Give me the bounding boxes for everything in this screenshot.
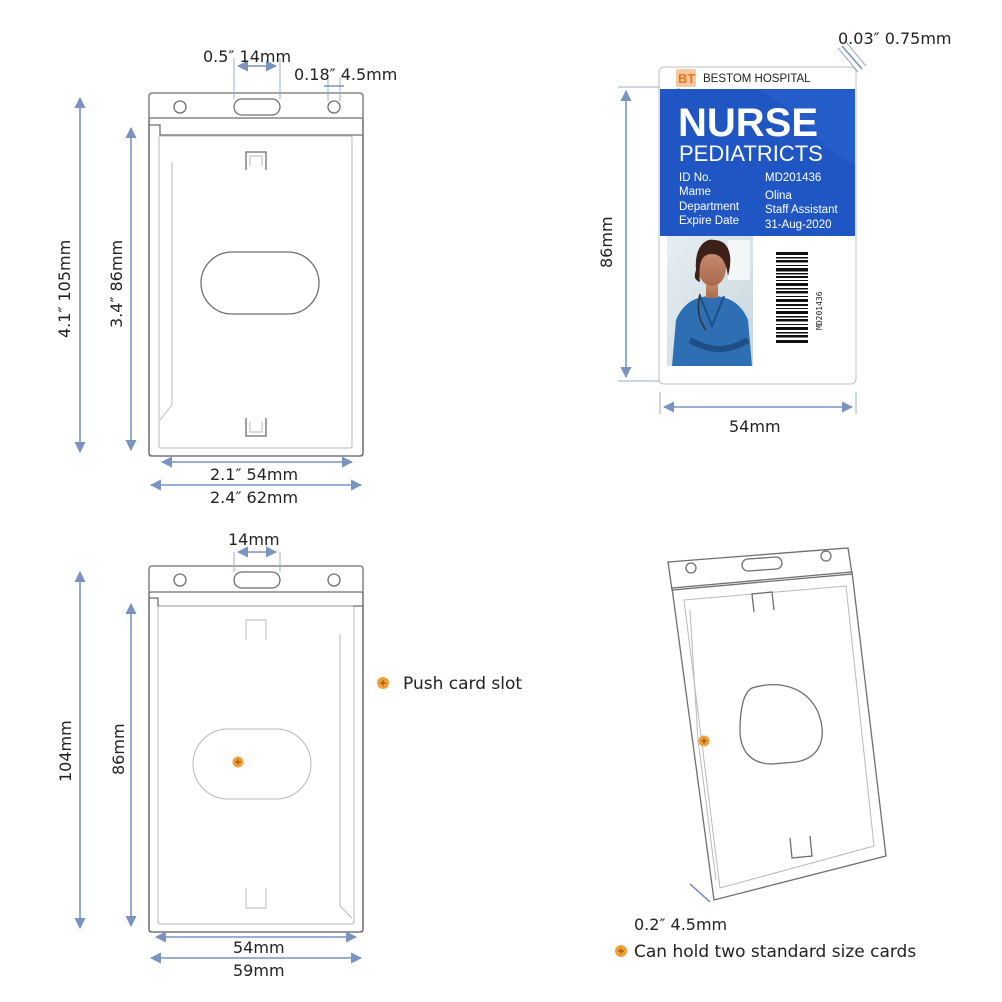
field-value: 31-Aug-2020 [765, 219, 832, 231]
card-thickness-label: 0.03″ 0.75mm [838, 29, 951, 48]
id-card: BT Bestom BESTOM HOSPITAL NURSE PEDIATRI… [658, 66, 857, 385]
strap-slot [233, 571, 281, 589]
field-value: Staff Assistant [765, 204, 838, 216]
inner-width-label: 2.1″ 54mm [210, 465, 298, 484]
hole-size-label: 0.18″ 4.5mm [294, 65, 397, 84]
barcode-text: MD201436 [815, 291, 824, 330]
nurse-photo [667, 236, 753, 366]
field-label: Expire Date [679, 215, 739, 227]
bottom-outer-width-label: 59mm [233, 961, 285, 980]
thumb-cutout [200, 251, 320, 315]
right-hole [327, 573, 341, 587]
field-label: Mame [679, 186, 711, 198]
note-push-slot: Push card slot [377, 674, 522, 694]
inner-height-label: 3.4″ 86mm [107, 240, 126, 328]
holder-back-view [148, 565, 364, 933]
card-width-label: 54mm [729, 417, 781, 436]
edge-size-label: 0.2″ 4.5mm [634, 915, 727, 934]
right-hole [327, 100, 341, 114]
bottom-slot-label: 14mm [228, 530, 280, 549]
field-label: Department [679, 201, 740, 213]
bottom-inner-width-label: 54mm [233, 938, 285, 957]
hospital-logo [676, 69, 696, 87]
field-label: ID No. [679, 172, 712, 184]
holder-perspective-view [667, 547, 887, 901]
push-slot [192, 728, 312, 800]
field-value: MD201436 [765, 172, 821, 184]
left-hole [685, 562, 697, 574]
bottom-inner-height-label: 86mm [109, 723, 128, 775]
slot-width-label: 0.5″ 14mm [203, 47, 291, 66]
outer-width-label: 2.4″ 62mm [210, 488, 298, 507]
outer-height-label: 4.1″ 105mm [55, 240, 74, 338]
barcode: MD201436 [774, 250, 824, 348]
card-fields: ID No. MD201436 Mame Olina Department St… [679, 172, 838, 231]
strap-slot [233, 98, 281, 116]
hospital-name: BESTOM HOSPITAL [703, 73, 811, 85]
note-two-cards: Can hold two standard size cards [615, 942, 916, 962]
field-value: Olina [765, 190, 792, 202]
bottom-outer-height-label: 104mm [56, 720, 75, 782]
two-cards-note: Can hold two standard size cards [634, 942, 916, 962]
card-title: NURSE [678, 101, 818, 145]
strap-slot [741, 556, 783, 572]
push-slot-note: Push card slot [403, 674, 522, 694]
left-hole [173, 100, 187, 114]
logo-text: BT [678, 71, 695, 86]
thumb-cutout [739, 684, 823, 765]
card-subtitle: PEDIATRICTS [679, 141, 823, 166]
right-hole [820, 550, 832, 562]
holder-front-view [148, 92, 364, 457]
left-hole [173, 573, 187, 587]
card-height-label: 86mm [597, 216, 616, 268]
